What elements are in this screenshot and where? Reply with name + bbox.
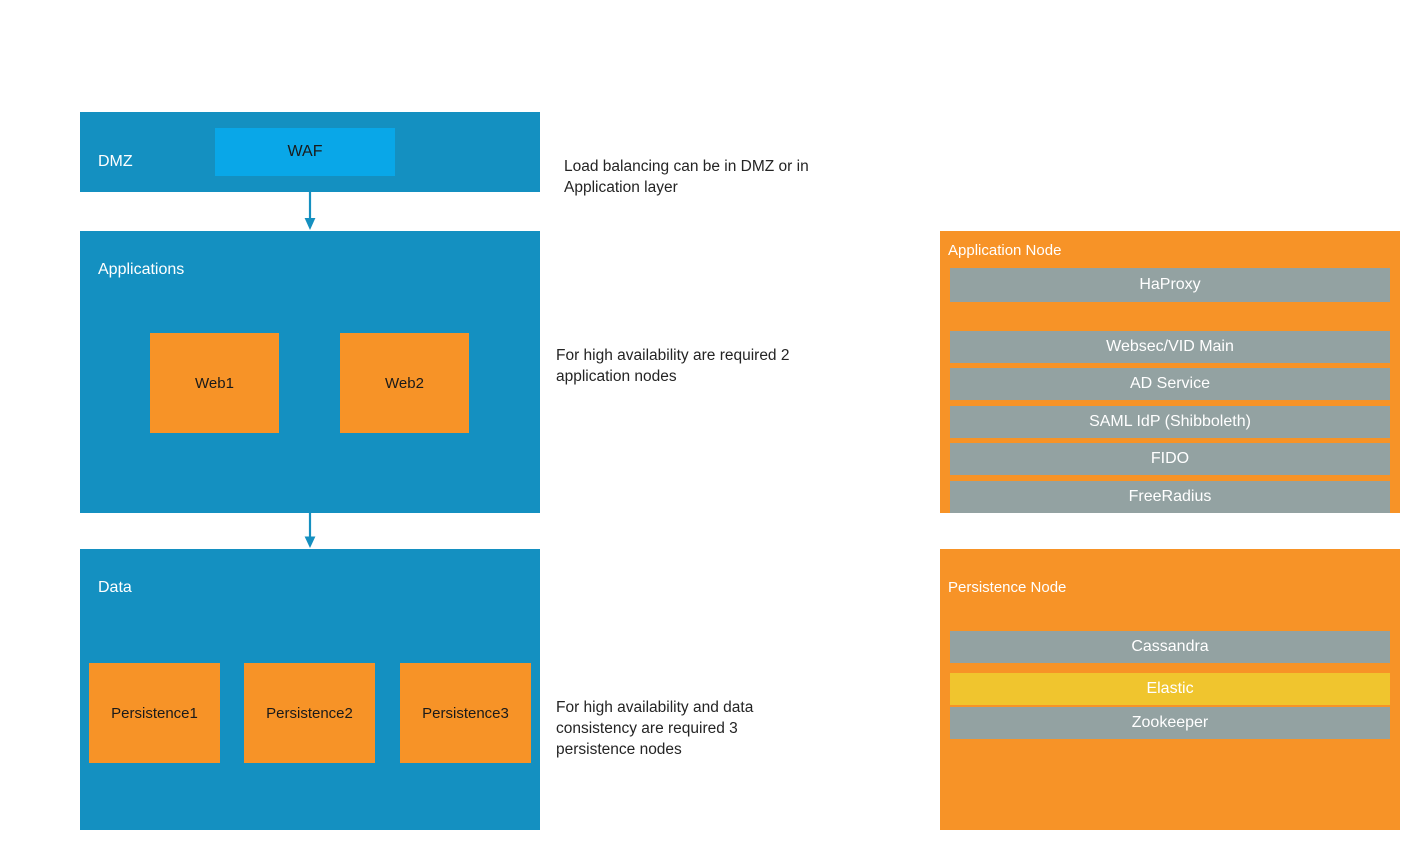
note-dmz: Load balancing can be in DMZ or in Appli… <box>564 158 809 196</box>
zone-applications[interactable]: Applications Web1 Web2 <box>80 231 540 513</box>
data-box-persistence3[interactable]: Persistence3 <box>400 663 531 763</box>
arrow-applications-to-data <box>302 513 318 549</box>
zone-data[interactable]: Data Persistence1 Persistence2 Persisten… <box>80 549 540 830</box>
data-box-persistence1[interactable]: Persistence1 <box>89 663 220 763</box>
note-data: For high availability and data consisten… <box>556 699 754 758</box>
node-application[interactable]: Application Node HaProxy Websec/VID Main… <box>940 231 1400 513</box>
note-application: For high availability are required 2 app… <box>556 347 790 385</box>
arrow-dmz-to-applications <box>302 192 318 231</box>
app-box-web2[interactable]: Web2 <box>340 333 469 433</box>
service-bar-haproxy[interactable]: HaProxy <box>950 268 1390 302</box>
zone-data-label: Data <box>98 579 132 596</box>
service-bar-freeradius[interactable]: FreeRadius <box>950 481 1390 513</box>
zone-dmz-label: DMZ <box>98 153 133 170</box>
node-persistence-label: Persistence Node <box>948 579 1067 596</box>
service-bar-cassandra[interactable]: Cassandra <box>950 631 1390 663</box>
waf-box[interactable]: WAF <box>215 128 395 176</box>
service-bar-fido[interactable]: FIDO <box>950 443 1390 475</box>
app-box-web1[interactable]: Web1 <box>150 333 279 433</box>
zone-dmz[interactable]: DMZ WAF <box>80 112 540 192</box>
data-box-persistence2[interactable]: Persistence2 <box>244 663 375 763</box>
service-bar-zookeeper[interactable]: Zookeeper <box>950 707 1390 739</box>
service-bar-saml-idp-shibboleth[interactable]: SAML IdP (Shibboleth) <box>950 406 1390 438</box>
node-application-label: Application Node <box>948 242 1062 259</box>
node-persistence[interactable]: Persistence Node Cassandra Elastic Zooke… <box>940 549 1400 830</box>
service-bar-ad-service[interactable]: AD Service <box>950 368 1390 400</box>
service-bar-websec-vid-main[interactable]: Websec/VID Main <box>950 331 1390 363</box>
service-bar-elastic[interactable]: Elastic <box>950 673 1390 705</box>
zone-applications-label: Applications <box>98 261 185 278</box>
